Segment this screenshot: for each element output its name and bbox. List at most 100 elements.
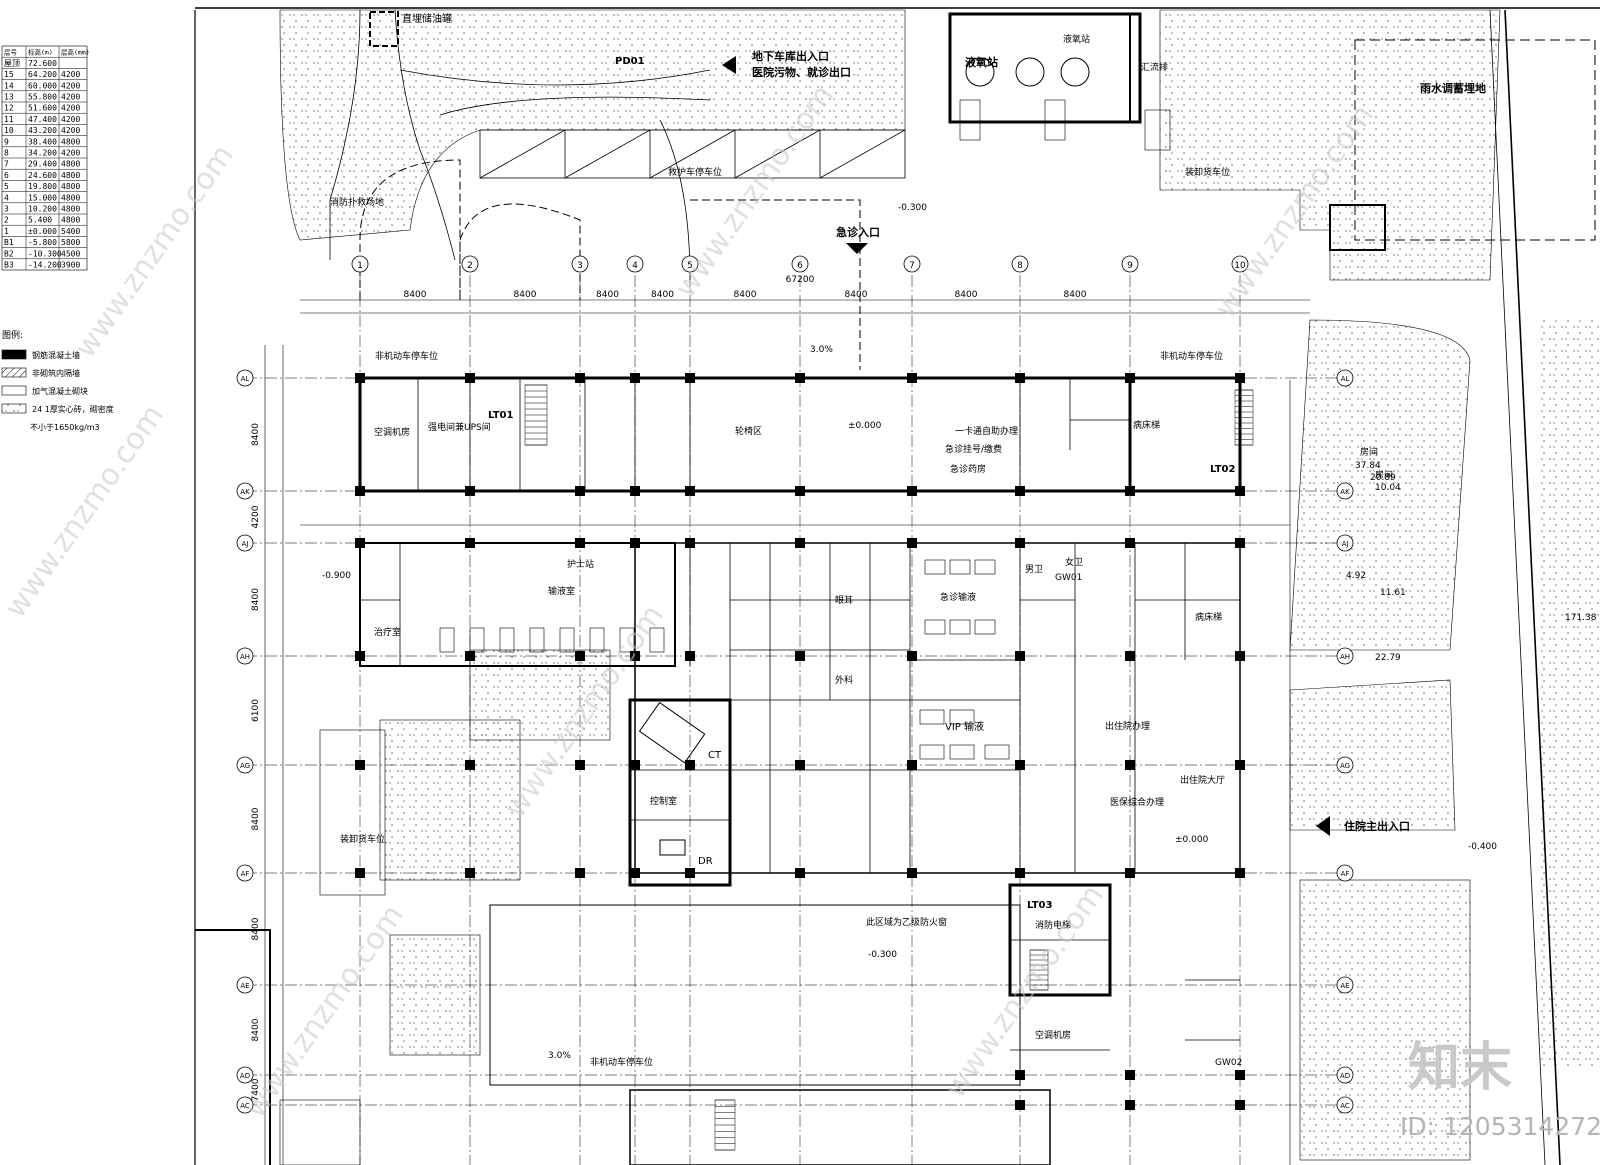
watermark-site-4: www.znzmo.com [0, 398, 171, 624]
row-bubble [236, 647, 254, 665]
level-table-cell: 43.200 [28, 126, 57, 135]
elev-neg-400-label: -0.400 [1468, 842, 1497, 852]
col-bubble [461, 255, 479, 273]
column [465, 373, 475, 383]
observation-label: 急诊输液 [940, 591, 976, 603]
elevator-right-label: 病床梯 [1195, 611, 1222, 623]
ent-label: 眼耳 [835, 595, 853, 606]
column [630, 373, 640, 383]
column [1125, 651, 1135, 661]
level-table-cell: 4200 [61, 126, 80, 135]
elev-neg-900-label: -0.900 [322, 571, 351, 581]
interior-partitions [360, 378, 1240, 1051]
level-table-cell: B2 [4, 249, 14, 258]
col-bubble-label: 10 [1234, 261, 1246, 271]
row-bubble-label: AJ [242, 540, 249, 548]
level-table-cell: 24.600 [28, 171, 57, 180]
room-area-6: 171.38 [1565, 613, 1597, 623]
level-table-cell: 51.600 [28, 104, 57, 113]
bay-dimension: 8400 [404, 290, 427, 300]
row-bubble [236, 756, 254, 774]
column [575, 538, 585, 548]
room-label-1: 房间 [1360, 446, 1378, 458]
ups-label: 汇流排 [1141, 61, 1168, 73]
level-table-cell: 层号 [4, 49, 18, 57]
small-hut [1329, 204, 1386, 251]
col-bubble [903, 255, 921, 273]
rain-tank-label: 雨水调蓄埋地 [1420, 81, 1486, 95]
column [685, 373, 695, 383]
column [465, 760, 475, 770]
level-table-cell: 47.400 [28, 115, 57, 124]
ups-room-label: 强电间兼UPS间 [428, 421, 491, 433]
level-table-cell: 4500 [61, 249, 80, 258]
row-bubble-label: AE [240, 982, 249, 990]
bay-dimension: 8400 [955, 290, 978, 300]
driveway [329, 9, 861, 370]
emergency-entry-label: 急诊入口 [836, 225, 880, 239]
row-bubble [236, 976, 254, 994]
level-table-cell: 4200 [61, 149, 80, 158]
col-bubble [681, 255, 699, 273]
column [1015, 760, 1025, 770]
legend-swatch [1, 385, 27, 396]
level-table-cell: 29.400 [28, 160, 57, 169]
elev-neg-300-2-label: -0.300 [868, 950, 897, 960]
side-dimension: 4200 [251, 505, 261, 528]
side-dimension: 6100 [251, 699, 261, 722]
column [1125, 1100, 1135, 1110]
registration-label: 急诊挂号/缴费 [945, 443, 1002, 455]
column [575, 868, 585, 878]
column [907, 538, 917, 548]
side-dimension: 8400 [251, 1018, 261, 1041]
column [355, 486, 365, 496]
row-bubble-label: AC [1340, 1102, 1350, 1110]
column [630, 868, 640, 878]
row-bubble [1336, 864, 1354, 882]
column [1125, 486, 1135, 496]
row-bubble-label: AK [1340, 488, 1350, 496]
col-bubble [1231, 255, 1249, 273]
oxygen-station [948, 12, 1171, 151]
row-bubble-label: AH [240, 653, 250, 661]
column [465, 486, 475, 496]
column [1235, 651, 1245, 661]
elev-neg-300-label: -0.300 [898, 203, 927, 213]
column [575, 486, 585, 496]
column [1125, 760, 1135, 770]
column [630, 651, 640, 661]
column [795, 373, 805, 383]
ct-machine [638, 701, 706, 856]
level-table-cell: -10.300 [28, 249, 62, 258]
column [907, 651, 917, 661]
lt02-label: LT02 [1210, 464, 1235, 475]
column [1235, 1070, 1245, 1080]
room-area-1: 37.84 [1355, 461, 1381, 471]
inpatient-hall-label: 出住院大厅 [1180, 774, 1225, 786]
row-bubble-label: AJ [1342, 540, 1349, 548]
infusion-beds [439, 559, 1010, 760]
level-table-cell: 4800 [61, 182, 80, 191]
column [1015, 1100, 1025, 1110]
level-table-cell: 4200 [61, 104, 80, 113]
row-bubble [236, 1096, 254, 1114]
legend-swatch [1, 367, 27, 378]
column [1235, 868, 1245, 878]
level-table-cell: 4 [4, 193, 9, 202]
column [355, 760, 365, 770]
row-bubble [1336, 976, 1354, 994]
row-bubble-label: AF [1341, 870, 1350, 878]
col-bubble-label: 7 [909, 261, 915, 271]
site-boundary [194, 7, 1600, 1165]
col-bubble-label: 5 [687, 261, 693, 271]
room-area-2: 10.04 [1375, 483, 1401, 493]
stair-cores [524, 384, 1254, 1151]
level-table-cell: 5400 [61, 227, 80, 236]
col-bubble-label: 1 [357, 261, 363, 271]
level-table-cell: 标高(m) [28, 48, 53, 57]
column [1235, 1100, 1245, 1110]
level-table-cell: 38.400 [28, 137, 57, 146]
